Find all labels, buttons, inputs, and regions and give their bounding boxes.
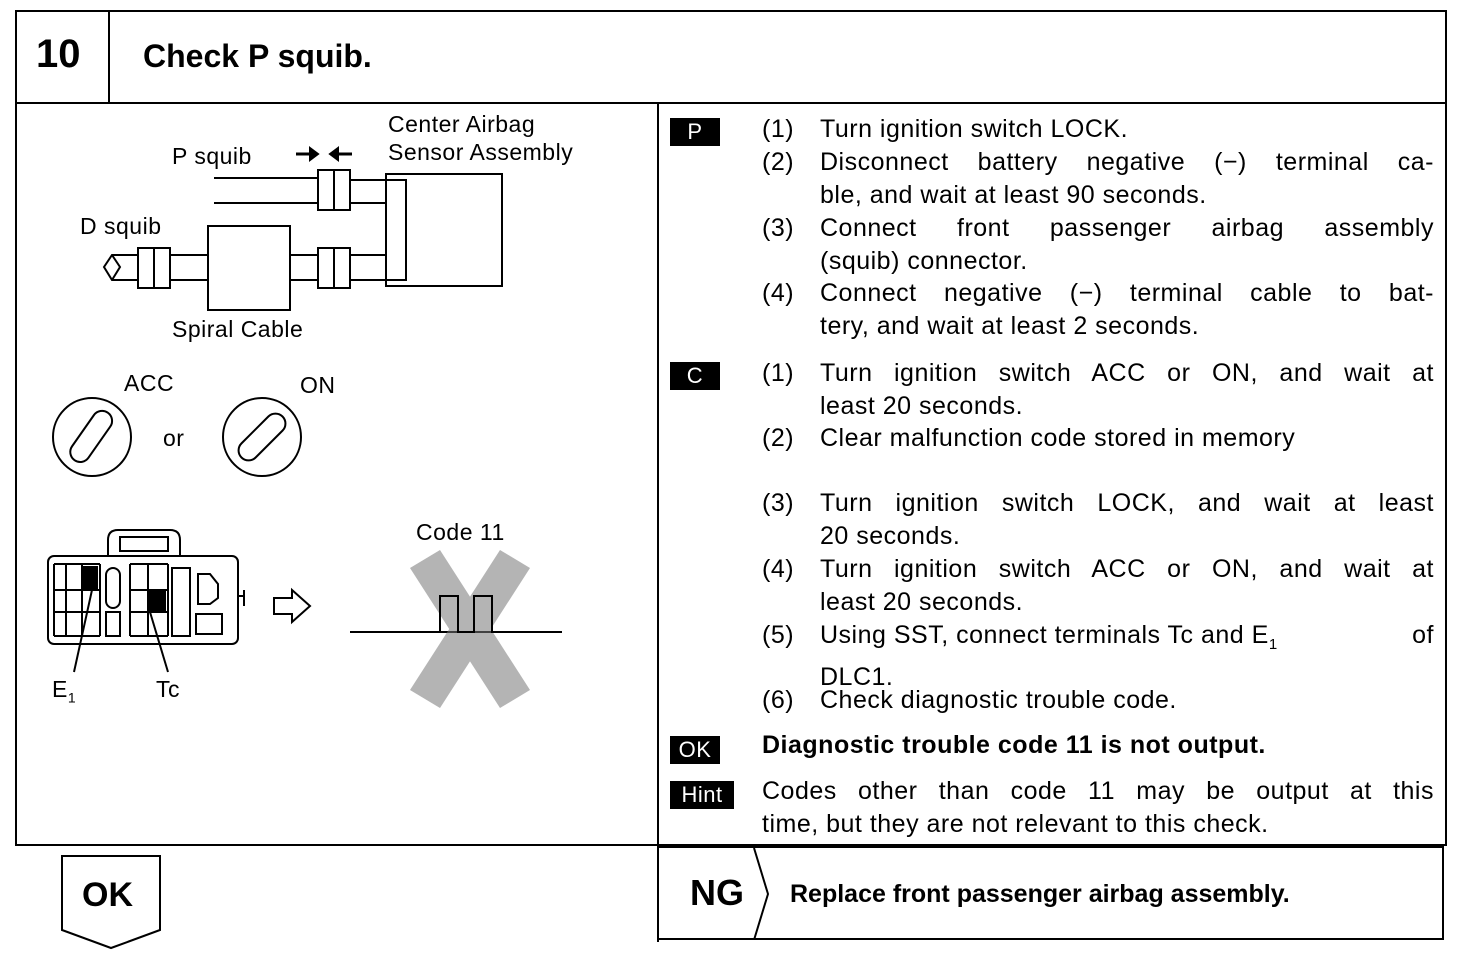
label-or: or [163, 425, 185, 451]
sensor-connector-strip [385, 179, 407, 281]
tag-p: P [670, 118, 720, 146]
ng-action: Replace front passenger airbag assembly. [790, 880, 1290, 908]
arrow-icon [273, 587, 312, 625]
ok-result: Diagnostic trouble code 11 is not output… [762, 731, 1266, 759]
on-switch [222, 397, 302, 477]
label-sensor-assembly: Sensor Assembly [388, 139, 574, 165]
hint-text: Codes other than code 11 may be output a… [762, 777, 1434, 838]
c-step-1: (1) Turn ignition switch ACC or ON, and … [762, 359, 1434, 420]
tag-ok: OK [670, 736, 720, 764]
step-frame [15, 10, 1447, 846]
ok-branch-shape [61, 855, 161, 950]
acc-switch [52, 397, 132, 477]
label-acc: ACC [124, 370, 175, 396]
page-title: Check P squib. [143, 38, 372, 74]
ok-branch-label: OK [82, 876, 133, 914]
ng-box [657, 846, 1444, 940]
step-number: 10 [36, 32, 81, 76]
label-tc: Tc [156, 676, 180, 702]
label-e1: E1 [52, 676, 77, 706]
tag-hint: Hint [670, 781, 734, 809]
dlc1-connector [47, 555, 239, 645]
p-step-2: (2) Disconnect battery negative (−) term… [762, 148, 1434, 209]
ng-label: NG [690, 872, 744, 913]
c-step-4: (4) Turn ignition switch ACC or ON, and … [762, 555, 1434, 616]
code11-crossed-out [410, 550, 530, 708]
header-divider [15, 102, 1447, 104]
label-code11: Code 11 [416, 519, 505, 545]
column-divider [657, 102, 659, 942]
p-step-4: (4) Connect negative (−) terminal cable … [762, 279, 1434, 340]
label-on: ON [300, 372, 336, 398]
ng-divider [753, 848, 770, 940]
p-step-3: (3) Connect front passenger airbag assem… [762, 214, 1434, 275]
label-p-squib: P squib [172, 143, 252, 169]
diagram [47, 146, 562, 708]
c-step-5: (5) Using SST, connect terminals Tc and … [762, 621, 1434, 691]
sensor-assembly-box [385, 173, 503, 287]
c-step-3: (3) Turn ignition switch LOCK, and wait … [762, 489, 1434, 550]
label-d-squib: D squib [80, 213, 162, 239]
spiral-cable-box [207, 225, 291, 311]
label-spiral-cable: Spiral Cable [172, 316, 304, 342]
label-center-airbag: Center Airbag [388, 111, 536, 137]
tag-c: C [670, 362, 720, 390]
step-number-divider [108, 10, 110, 103]
